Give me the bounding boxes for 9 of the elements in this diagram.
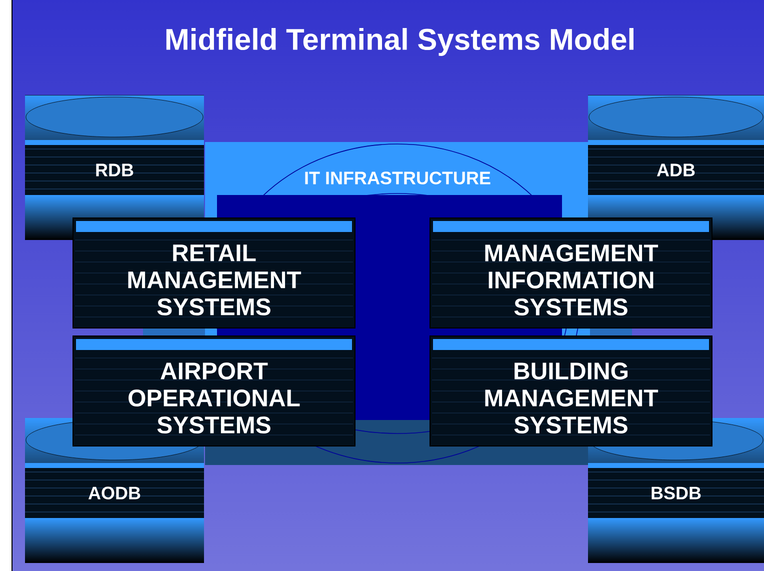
node-label: ADB	[656, 164, 695, 176]
system-box: RETAIL MANAGEMENT SYSTEMS	[72, 218, 356, 328]
node-label: AODB	[88, 486, 140, 500]
title: Midfield Terminal Systems Model	[166, 28, 634, 56]
node-label: BSDB	[652, 486, 701, 500]
system-box: MANAGEMENT INFORMATION SYSTEMS	[430, 218, 712, 328]
node-label: RDB	[96, 164, 134, 176]
system-box: AIRPORT OPERATIONAL SYSTEMS	[72, 336, 356, 446]
system-box: BUILDING MANAGEMENT SYSTEMS	[430, 336, 712, 446]
